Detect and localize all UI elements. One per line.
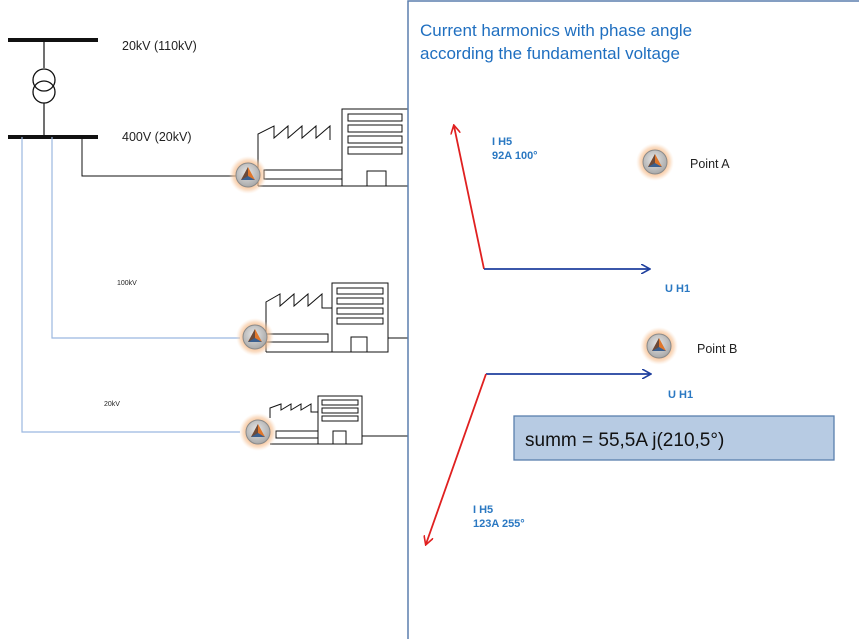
panel-title-line-1: Current harmonics with phase angle xyxy=(420,21,692,40)
lv-voltage-label: 400V (20kV) xyxy=(122,130,191,144)
feeder-3-line xyxy=(21,137,240,433)
point-b-current-phasor xyxy=(426,373,487,544)
panel-border xyxy=(407,0,859,639)
factory-1-icon xyxy=(257,108,409,187)
point-b-label: Point B xyxy=(697,342,737,356)
feeder-2-line xyxy=(51,137,240,339)
point-a-label: Point A xyxy=(690,157,730,171)
point-b-current-value: 123A 255° xyxy=(473,518,525,530)
point-a-current-phasor xyxy=(454,126,485,270)
point-b-voltage-name: U H1 xyxy=(668,389,693,401)
point-b-phasors xyxy=(426,374,650,544)
feeder-3-voltage-label: 20kV xyxy=(104,401,120,408)
power-analyzer-icon-feeder-1 xyxy=(228,155,268,195)
point-a-analyzer-icon xyxy=(635,142,675,182)
phasor-panel: Current harmonics with phase angle accor… xyxy=(407,0,859,639)
point-a-current-name: I H5 xyxy=(492,136,512,148)
feeder-1-line xyxy=(81,137,240,177)
point-a-voltage-name: U H1 xyxy=(665,283,690,295)
transformer-winding-upper xyxy=(32,68,56,92)
power-analyzer-icon-feeder-2 xyxy=(235,317,275,357)
factory-3-icon xyxy=(269,395,363,445)
hv-voltage-label: 20kV (110kV) xyxy=(122,39,197,53)
transformer xyxy=(8,38,98,139)
transformer-winding-lower xyxy=(32,80,56,104)
feeder-2-voltage-label: 100kV xyxy=(117,280,137,287)
summ-text: summ = 55,5A j(210,5°) xyxy=(525,430,724,451)
point-b-current-name: I H5 xyxy=(473,504,493,516)
point-a-phasors xyxy=(454,126,649,269)
power-analyzer-icon-feeder-3 xyxy=(238,412,278,452)
point-b-analyzer-icon xyxy=(639,326,679,366)
summ-box: summ = 55,5A j(210,5°) xyxy=(513,415,835,461)
point-a-current-value: 92A 100° xyxy=(492,150,538,162)
factory-2-icon xyxy=(265,282,389,353)
panel-title-line-2: according the fundamental voltage xyxy=(420,44,680,63)
